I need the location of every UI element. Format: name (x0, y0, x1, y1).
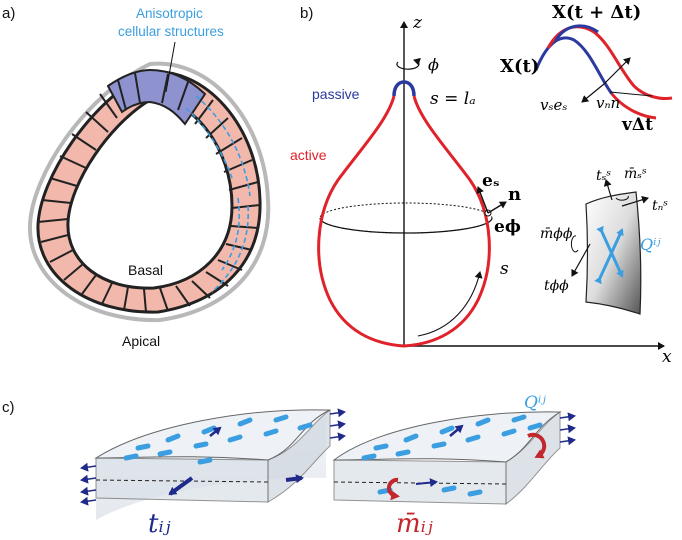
bending-moment-left (386, 477, 400, 501)
annotation-pointer (165, 41, 176, 93)
n-arrow (487, 201, 507, 214)
director-arrow-2 (596, 225, 624, 278)
slab-right-edge-arrows (559, 412, 576, 446)
Q-ij-label-b: Qⁱʲ (640, 235, 661, 254)
e-s-arrow (476, 186, 489, 214)
vs-es-arrow (581, 83, 605, 103)
slab-left-directors (123, 414, 313, 465)
Q-ij-label-c: Qⁱʲ (524, 393, 546, 413)
director-dashes (185, 95, 251, 293)
curve-X-t-dt-blue (554, 24, 599, 41)
front-tension-arrow (168, 476, 194, 496)
stress-patch (585, 191, 642, 315)
panel-b: b) z x ϕ passive active s = lₐ s eₛ n eϕ (290, 2, 673, 367)
m-s-s-moment (615, 195, 629, 201)
t-ij-label: tᵢⱼ (148, 509, 171, 539)
passive-label: passive (312, 86, 360, 102)
slab-left-right (267, 409, 331, 503)
m-phi-phi-label: m̄ϕϕ (540, 226, 573, 242)
m-phi-phi-moment (570, 235, 579, 253)
e-s-label: eₛ (482, 171, 500, 191)
s-label: s (500, 259, 509, 279)
panel-a: a) (2, 5, 271, 349)
panel-b-label: b) (300, 5, 313, 22)
vn-n-arrow (603, 57, 631, 85)
bending-moment-right (527, 432, 547, 459)
slab-tension: tᵢⱼ (80, 408, 346, 539)
apical-label: Apical (122, 333, 160, 349)
X-t-label: X(t) (500, 56, 539, 77)
slab-left-midplane (95, 479, 269, 483)
vs-es-label: vₛeₛ (540, 96, 567, 114)
s-equals-la-label: s = lₐ (430, 89, 476, 109)
slab-right-front (333, 459, 507, 505)
cell-layer-outer-outline (27, 61, 271, 323)
phi-rotation-arrow (396, 57, 421, 70)
X-t-dt-label: X(t + Δt) (552, 2, 641, 23)
m-s-s-label: m̄ₛˢ (624, 166, 647, 182)
panel-c-label: c) (2, 399, 15, 416)
passive-cells-region (106, 68, 207, 126)
active-label: active (290, 147, 327, 163)
v-dt-guide (609, 91, 653, 97)
n-label: n (508, 184, 521, 205)
slab-moment: Qⁱʲ m̄ᵢⱼ (332, 393, 576, 539)
active-profile (317, 95, 491, 348)
annotation-line-2: cellular structures (118, 24, 224, 39)
slab-right-directors (361, 414, 543, 497)
x-axis-label: x (662, 347, 672, 367)
in-plane-tension-arrow (209, 426, 222, 437)
slab-right-tension-arrow (449, 424, 464, 437)
t-phi-phi-arrow (571, 243, 591, 277)
equator-front (319, 217, 493, 234)
panel-a-label: a) (2, 5, 15, 22)
phi-label: ϕ (428, 55, 439, 74)
basal-label: Basal (128, 262, 163, 278)
t-s-s-arrow (603, 179, 613, 201)
right-edge-tension-arrows (329, 408, 346, 442)
slab-right-top (332, 411, 562, 463)
slab-right-side (505, 411, 561, 506)
t-phi-phi-label: tϕϕ (544, 278, 569, 294)
curve-X-t-blue (534, 36, 614, 95)
slab-right-midplane-arrow (415, 478, 438, 488)
m-ij-label: m̄ᵢⱼ (396, 509, 433, 539)
side-tension-arrow (285, 474, 304, 484)
t-s-s-label: tₛˢ (596, 168, 611, 184)
left-edge-tension-arrows (80, 462, 97, 506)
passive-cap (392, 80, 416, 97)
vn-n-label: vₙn (596, 94, 620, 112)
z-axis-label: z (412, 13, 423, 33)
curve-X-t-red-tail (610, 93, 657, 120)
v-dt-label: vΔt (621, 115, 653, 135)
annotation-line-1: Anisotropic (136, 6, 203, 21)
e-phi-label: eϕ (494, 217, 521, 237)
panel-c: c) (2, 393, 576, 539)
arclength-arrow (417, 271, 483, 337)
t-n-s-label: tₙˢ (652, 198, 668, 214)
t-n-s-arrow (621, 195, 649, 207)
slab-left-front (95, 457, 269, 503)
